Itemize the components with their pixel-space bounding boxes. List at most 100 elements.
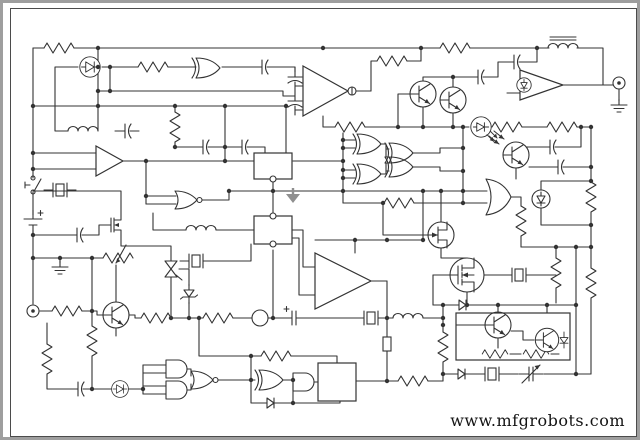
and-gate [292, 372, 315, 392]
npn-transistor [409, 80, 437, 108]
wire [186, 368, 192, 377]
capacitor [547, 159, 573, 175]
junction-dot [440, 315, 446, 321]
junction-dot [420, 188, 426, 194]
junction-dot [196, 315, 202, 321]
npn-transistor [484, 311, 512, 339]
crystal [475, 366, 509, 382]
resistor [397, 375, 429, 387]
inductor-with-core [547, 36, 579, 49]
wire [186, 383, 192, 391]
resistor [43, 42, 75, 54]
or-gate [485, 178, 512, 216]
wire [382, 202, 429, 236]
junction-dot [384, 237, 390, 243]
junction-dot [495, 302, 501, 308]
junction-dot [573, 302, 579, 308]
junction-dot [168, 315, 174, 321]
capacitor [287, 66, 303, 92]
ground-symbol [51, 260, 69, 275]
junction-dot [107, 64, 113, 70]
ground-symbol [610, 98, 628, 113]
junction-dot [95, 45, 101, 51]
xor-gate [384, 142, 414, 164]
junction-dot [450, 74, 456, 80]
junction-dot [553, 244, 559, 250]
xor-gate [191, 57, 221, 79]
resistor [260, 350, 292, 362]
junction-dot [340, 167, 346, 173]
watermark: www.mfgrobots.com [450, 411, 625, 430]
input-terminal [26, 304, 40, 318]
junction-dot [460, 124, 466, 130]
capacitor [287, 90, 303, 116]
junction-dot [588, 244, 594, 250]
junction-dot [440, 322, 446, 328]
junction-dot [222, 144, 228, 150]
wire [275, 66, 296, 73]
junction-dot [248, 377, 254, 383]
wire [291, 237, 316, 296]
npn-transistor [534, 327, 560, 353]
mouse-cursor [286, 188, 300, 203]
junction-dot [226, 188, 232, 194]
capacitor [251, 59, 277, 75]
crystal [43, 182, 77, 198]
junction-dot [544, 302, 550, 308]
capacitor [66, 227, 92, 243]
op-amp [95, 144, 125, 178]
capacitor [67, 381, 93, 397]
crystal [354, 310, 388, 326]
capacitor [192, 139, 218, 155]
junction-dot [420, 124, 426, 130]
ic-block [253, 212, 293, 248]
npn-transistor [102, 301, 130, 329]
inductor [67, 126, 99, 132]
capacitor [467, 69, 493, 85]
xor-gate [352, 163, 382, 185]
mosfet-transistor [104, 212, 122, 238]
resistor [585, 267, 597, 299]
junction-dot [222, 158, 228, 164]
and-gate [165, 359, 188, 379]
junction-dot [384, 315, 390, 321]
resistor [383, 197, 415, 209]
wire [54, 66, 79, 132]
wire [255, 146, 266, 154]
indicator [516, 77, 532, 93]
indicator [251, 309, 269, 327]
junction-dot [420, 237, 426, 243]
potentiometer [102, 244, 134, 264]
junction-dot [172, 144, 178, 150]
junction-dot [186, 315, 192, 321]
wire [576, 47, 604, 86]
resistor [585, 181, 597, 213]
junction-dot [460, 200, 466, 206]
capacitor [114, 123, 140, 139]
junction-dot [30, 255, 36, 261]
junction-dot [290, 400, 296, 406]
crystal [179, 253, 213, 269]
junction-dot [270, 315, 276, 321]
junction-dot [384, 378, 390, 384]
zener-diode [179, 283, 199, 305]
resistor [515, 205, 527, 237]
wire [46, 373, 69, 390]
xor-gate [384, 156, 414, 178]
resistor [546, 121, 578, 133]
junction-dot [588, 178, 594, 184]
junction-dot [222, 103, 228, 109]
wire [527, 47, 538, 63]
resistor [169, 111, 181, 143]
wire [540, 180, 592, 191]
wire [97, 90, 296, 97]
op-amp [302, 64, 357, 118]
resistor [202, 312, 234, 324]
junction-dot [588, 222, 594, 228]
junction-dot [573, 244, 579, 250]
junction-dot [352, 237, 358, 243]
junction-dot [320, 45, 326, 51]
diode-indicator [111, 380, 129, 398]
junction-dot [340, 188, 346, 194]
